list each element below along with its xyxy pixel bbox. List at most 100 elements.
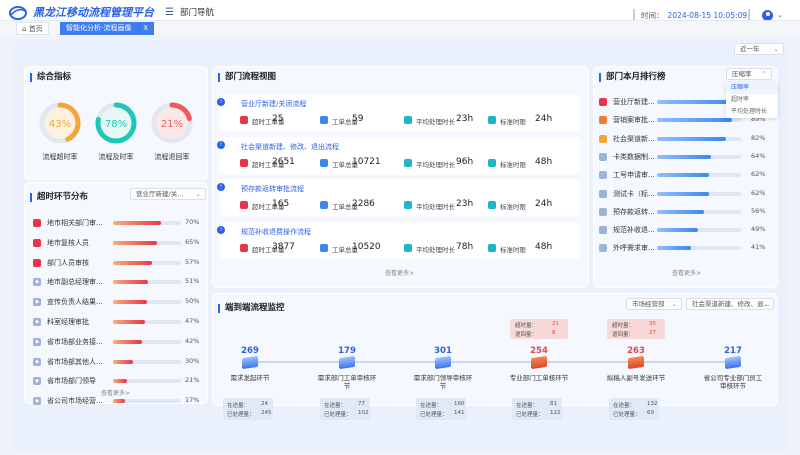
- node-cube-icon[interactable]: [725, 355, 741, 370]
- ranking-row[interactable]: 外呼需求审...41%: [599, 243, 769, 254]
- dropdown-option[interactable]: 压缩率: [726, 82, 778, 94]
- progress-track: [113, 339, 181, 344]
- flow-card-name[interactable]: 社会渠道新建、修改、退出流程: [241, 142, 339, 151]
- progress-fill: [113, 221, 161, 225]
- ranking-row[interactable]: 测试卡（标...62%: [599, 189, 769, 200]
- clock-icon: [404, 116, 412, 124]
- period-select[interactable]: 近一年⌄: [734, 43, 784, 55]
- timeout-row-value: 65%: [185, 237, 200, 246]
- ranking-row-value: 56%: [751, 206, 766, 215]
- gauge-label-ontime: 流程及时率: [98, 153, 134, 161]
- timeout-row[interactable]: ◆省市场部业务接...42%: [33, 337, 203, 348]
- ranking-row[interactable]: 规范补收退... 49%: [599, 225, 769, 236]
- medal-icon: [599, 134, 607, 143]
- node-count: 179: [338, 346, 356, 356]
- ranking-metric-select[interactable]: 压缩率⌃: [726, 68, 772, 80]
- progress-fill: [113, 339, 142, 344]
- ranking-row[interactable]: 工号申请审...62%: [599, 170, 769, 181]
- dropdown-option[interactable]: 平均处理时长: [731, 108, 768, 115]
- tab-home[interactable]: ⌂ 首页: [16, 22, 49, 35]
- progress-track: [113, 300, 181, 305]
- rank-icon: ◆: [33, 318, 41, 326]
- ranking-row-value: 49%: [751, 225, 766, 234]
- node-cube-icon[interactable]: [242, 355, 258, 370]
- rank-icon: ◆: [33, 397, 41, 406]
- flowview-more-link[interactable]: 查看更多>: [385, 270, 415, 277]
- node-cube-icon[interactable]: [339, 355, 355, 370]
- alarm-icon: [240, 158, 248, 167]
- progress-fill: [657, 173, 710, 178]
- menu-list-icon[interactable]: ☰: [165, 7, 174, 18]
- monitor-title: 端到端流程监控: [218, 304, 285, 313]
- timeout-row-value: 50%: [185, 297, 200, 306]
- flow-metric-label: 标准时限: [500, 245, 526, 254]
- gauge-arc: [151, 102, 193, 144]
- user-avatar-icon[interactable]: [762, 10, 773, 21]
- ranking-row-label: 规范补收退...: [613, 226, 655, 235]
- timeout-process-select[interactable]: 营业厅新建/关...⌄: [130, 188, 206, 200]
- dropdown-option[interactable]: 超时率: [731, 96, 750, 103]
- ranking-more-link[interactable]: 查看更多>: [672, 270, 702, 277]
- ranking-row[interactable]: 卡类数据制...64%: [599, 152, 769, 163]
- timeout-row[interactable]: ◆省市场部其他人...30%: [33, 357, 203, 368]
- monitor-dept-select[interactable]: 市场经营部 ⌄: [626, 298, 682, 310]
- timeout-panel: [24, 182, 208, 404]
- rank-icon: [599, 207, 607, 216]
- chevron-down-icon[interactable]: ⌄: [777, 11, 783, 19]
- timeout-row[interactable]: 地市相关部门审... 70%: [33, 218, 203, 229]
- timeout-row[interactable]: ◆地市副总经理审...51%: [33, 277, 203, 288]
- flow-metric-value: 48h: [535, 241, 553, 252]
- ranking-row[interactable]: 营业厅新建...: [599, 97, 769, 108]
- ranking-row[interactable]: 社会渠道新...82%: [599, 134, 769, 145]
- timeout-row[interactable]: ◆宣传负责人结果...50%: [33, 297, 203, 308]
- node-current-value: 81: [550, 401, 557, 407]
- node-cube-icon[interactable]: [435, 355, 451, 370]
- progress-track: [113, 280, 181, 285]
- flow-metric-label: 工单总量: [332, 203, 358, 211]
- timeout-row-value: 70%: [185, 218, 200, 226]
- close-icon[interactable]: X: [143, 24, 148, 32]
- flow-card-name[interactable]: 预存款返转审批流程: [241, 185, 304, 193]
- monitor-select1-value: 市场经营部: [632, 300, 665, 308]
- timeout-row-label: 地市相关部门审...: [47, 219, 103, 227]
- rank-icon: ◆: [33, 278, 41, 287]
- timeout-more-link[interactable]: 查看更多>: [101, 390, 131, 397]
- department-nav-link[interactable]: 部门导航: [180, 8, 215, 18]
- flow-metric-label: 平均处理时长: [416, 203, 455, 211]
- progress-track: [657, 136, 741, 141]
- gauge-value: 21%: [161, 119, 183, 130]
- info-icon: !: [217, 183, 225, 191]
- medal-icon: [599, 98, 607, 106]
- timeout-row-label: 省市场部业务接...: [47, 337, 103, 346]
- flowview-title: 部门流程视图: [218, 73, 276, 82]
- node-cube-icon[interactable]: [628, 355, 644, 370]
- ranking-row[interactable]: 预存款返转...56%: [599, 207, 769, 218]
- flow-card-name[interactable]: 规范补收退费操作流程: [241, 227, 311, 236]
- monitor-process-select[interactable]: 社会渠道新建、修改、退...⌄: [686, 298, 774, 310]
- tab-bar: [0, 20, 800, 36]
- info-icon: !: [217, 225, 225, 234]
- ranking-row[interactable]: 营销案审批...89%: [599, 115, 769, 126]
- period-select-value: 近一年: [740, 45, 760, 53]
- flow-metric-label: 超时工单量: [252, 118, 285, 126]
- chevron-up-icon: ⌃: [761, 70, 767, 78]
- flow-card-name[interactable]: 营业厅新建/关闭流程: [241, 100, 307, 108]
- progress-track: [657, 154, 741, 159]
- info-icon: !: [217, 98, 225, 106]
- timeout-row-label: 省市场部门领导: [47, 377, 96, 386]
- timeout-row[interactable]: ◆省公司市场经营...17%: [33, 396, 203, 407]
- timeout-row-value: 57%: [185, 257, 200, 266]
- flow-metric-value: 2651: [272, 156, 295, 167]
- chevron-down-icon: ⌄: [671, 300, 677, 308]
- node-cube-icon[interactable]: [531, 355, 547, 370]
